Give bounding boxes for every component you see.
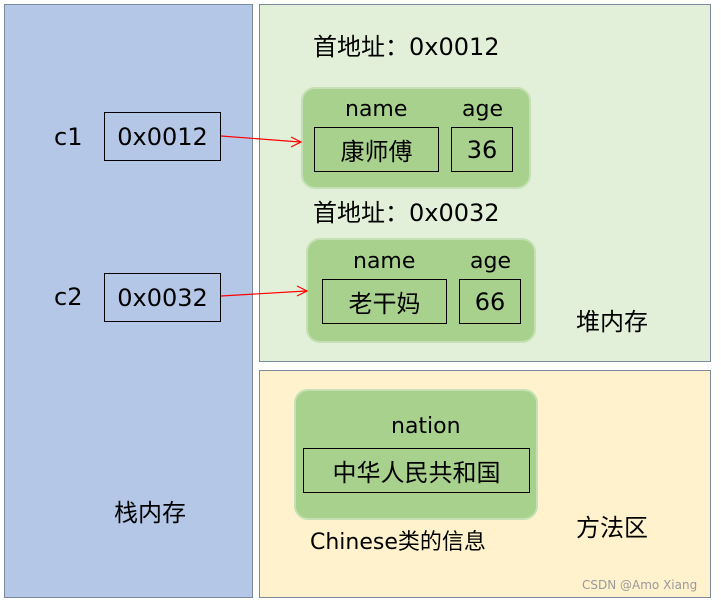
heap-memory-title: 堆内存 (576, 308, 648, 336)
object-2-name-label: name (353, 249, 416, 274)
stack-memory-region (4, 4, 253, 598)
object-2-age-value: 66 (459, 279, 521, 324)
object-1-name-label: name (345, 97, 408, 122)
class-nation-value: 中华人民共和国 (303, 448, 530, 493)
stack-memory-title: 栈内存 (114, 499, 186, 527)
method-area-title: 方法区 (576, 514, 648, 542)
object-2-age-label: age (470, 249, 511, 274)
class-nation-label: nation (391, 414, 461, 439)
arrow-c2-to-object-2 (220, 285, 309, 297)
object-1-age-label: age (462, 97, 503, 122)
watermark-text: CSDN @Amo Xiang (582, 578, 698, 592)
object-2-name-value: 老干妈 (322, 279, 447, 324)
object-2-header: 首地址：0x0032 (313, 199, 500, 227)
ref-c1-name: c1 (54, 123, 83, 151)
object-1-header: 首地址：0x0012 (313, 33, 500, 61)
ref-c1-address-box: 0x0012 (104, 112, 221, 161)
object-1-age-value: 36 (451, 127, 513, 172)
arrow-c1-to-object-1 (220, 135, 303, 148)
class-info-caption: Chinese类的信息 (310, 530, 486, 555)
ref-c2-address-box: 0x0032 (104, 273, 221, 322)
ref-c2-name: c2 (54, 283, 83, 311)
object-1-name-value: 康师傅 (314, 127, 439, 172)
